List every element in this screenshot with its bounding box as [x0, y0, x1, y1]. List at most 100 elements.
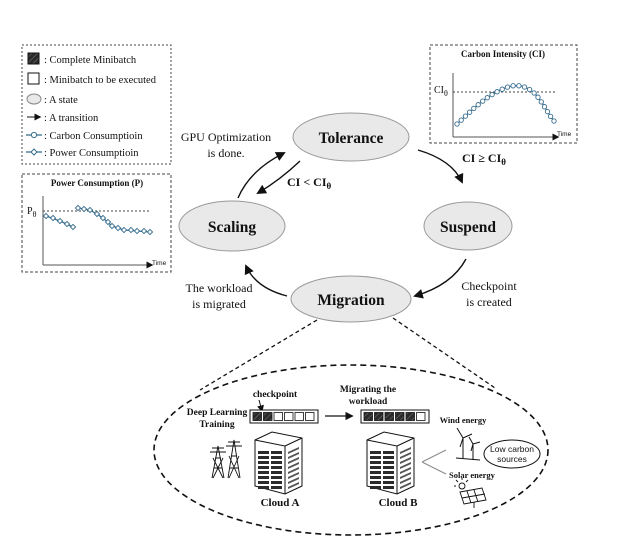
rack-slot [271, 481, 282, 484]
rack-side-slot [400, 477, 411, 484]
arrow-scaling-to-tolerance [237, 152, 286, 199]
carbon-marker [526, 86, 533, 93]
rack-slot [271, 456, 282, 459]
power-marker [133, 227, 141, 235]
complete-minibatch [395, 412, 405, 421]
checkpoint-created-label-1: Checkpoint [461, 279, 517, 293]
carbon-marker [544, 108, 551, 115]
detail-ellipse [153, 364, 549, 536]
rack-slot [258, 471, 269, 474]
rack-side-slot [400, 482, 411, 489]
rack-slot [370, 481, 381, 484]
carbon-marker [538, 99, 544, 105]
rack-slot [383, 481, 394, 484]
legend-complete-label: : Complete Minibatch [44, 55, 137, 66]
carbon-marker [471, 105, 477, 112]
complete-minibatch [263, 412, 273, 421]
power-marker-icon [26, 148, 42, 156]
rack-slot [271, 471, 282, 474]
carbon-marker [504, 84, 511, 90]
dl-training-label-2: Training [199, 420, 234, 430]
rack-slot [370, 456, 381, 459]
rack-slot [271, 451, 282, 454]
rack-slot [271, 466, 282, 469]
power-marker [120, 226, 128, 234]
carbon-marker [489, 91, 495, 98]
power-marker [49, 214, 57, 222]
rack-slot [383, 476, 394, 479]
rack-slot [383, 456, 394, 459]
rack-slot [258, 461, 269, 464]
carbon-marker [521, 84, 528, 90]
energy-branch-lines [421, 449, 447, 475]
rack-slot [370, 451, 381, 454]
carbon-marker [475, 102, 481, 108]
cloud-b-label: Cloud B [379, 497, 418, 509]
ci-ge-threshold-label: CI ≥ CIθ [462, 151, 506, 167]
carbon-marker [480, 98, 486, 104]
rack-side-slot [288, 452, 299, 459]
carbon-intensity-chart: Carbon Intensity (CI) Time CIθ [429, 44, 578, 144]
rack-slot [370, 461, 381, 464]
state-tolerance-label: Tolerance [319, 130, 384, 147]
carbon-marker-icon [26, 131, 42, 139]
rack-slot [258, 476, 269, 479]
dl-training-label-1: Deep Learning [187, 408, 248, 418]
power-marker [104, 218, 112, 226]
power-marker [56, 217, 64, 225]
workload-migrated-label-2: is migrated [192, 297, 246, 311]
carbon-marker [551, 118, 557, 124]
low-carbon-label-2: sources [497, 454, 527, 464]
carbon-marker [454, 121, 460, 127]
complete-minibatch-icon [27, 52, 40, 65]
rack-side-slot [288, 462, 299, 469]
rack-slot [370, 466, 381, 469]
rack-slot [383, 451, 394, 454]
rack-side-slot [400, 467, 411, 474]
low-carbon-sources-bubble: Low carbon sources [483, 439, 541, 469]
rack-side-slot [288, 457, 299, 464]
rack-slot [271, 486, 282, 489]
carbon-marker [531, 90, 537, 96]
complete-minibatch [405, 412, 415, 421]
rack-slot [383, 471, 394, 474]
power-marker [69, 223, 77, 231]
zoom-line-left [199, 319, 318, 391]
gpu-optimization-label-1: GPU Optimization [181, 130, 271, 144]
power-threshold-label: Pθ [27, 206, 37, 219]
wind-turbine-icon [455, 427, 481, 461]
rack-slot [258, 451, 269, 454]
rack-side-slot [288, 467, 299, 474]
rack-slot [271, 476, 282, 479]
carbon-chart-x-label: Time [557, 131, 572, 138]
state-suspend-label: Suspend [440, 219, 496, 236]
pending-minibatch-icon [27, 72, 40, 85]
state-machine: Tolerance Suspend Migration Scaling GPU … [178, 112, 517, 323]
checkpoint-created-label-2: is created [466, 295, 512, 309]
rack-side-slot [288, 477, 299, 484]
carbon-chart-frame [429, 44, 578, 144]
low-carbon-label-1: Low carbon [490, 444, 534, 454]
power-chart-title: Power Consumption (P) [51, 178, 143, 188]
rack-side-slot [400, 462, 411, 469]
legend-pending-label: : Minibatch to be executed [44, 75, 157, 86]
carbon-marker [462, 113, 469, 119]
pending-minibatch [416, 412, 426, 421]
legend-power-label: : Power Consumptioin [44, 148, 139, 159]
arrow-tolerance-to-scaling [256, 160, 301, 194]
carbon-marker [494, 89, 500, 95]
migration-detail: checkpoint Migrating the workload Deep L… [153, 317, 549, 536]
state-migration-label: Migration [317, 292, 385, 309]
rack-side-slot [400, 447, 411, 454]
complete-minibatch [363, 412, 373, 421]
pending-minibatch [305, 412, 315, 421]
power-marker [140, 227, 148, 235]
arrow-suspend-to-migration [413, 258, 467, 299]
carbon-marker [466, 109, 473, 115]
rack-side-slot [400, 472, 411, 479]
legend-carbon-label: : Carbon Consumptioin [44, 131, 143, 142]
power-marker [127, 226, 135, 234]
rack-slot [258, 481, 269, 484]
state-migration [290, 275, 412, 323]
solar-panel-icon [454, 478, 487, 508]
